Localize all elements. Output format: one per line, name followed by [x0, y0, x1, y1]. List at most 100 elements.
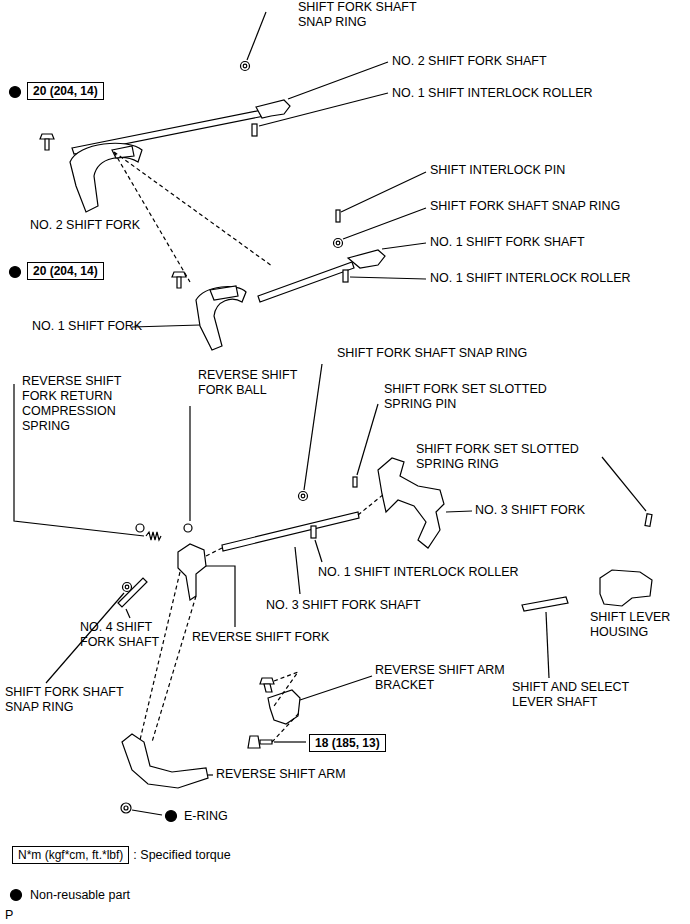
snap-ring — [123, 583, 132, 592]
part-name: REVERSE SHIFT ARM — [216, 767, 346, 782]
reverse-shift-fork — [178, 544, 206, 600]
snap-ring — [241, 62, 250, 71]
bolt — [177, 277, 181, 288]
interlock-pin — [336, 210, 340, 222]
snap-ring — [243, 64, 247, 68]
part-name: NO. 1 SHIFT INTERLOCK ROLLER — [392, 86, 593, 101]
dashed-line — [206, 548, 222, 556]
shift-fork-shaft — [222, 512, 359, 551]
legend-torque-box: N*m (kgf*cm, ft.*lbf) — [12, 846, 129, 864]
shift-fork-shaft — [258, 250, 385, 302]
snap-ring — [301, 494, 305, 498]
leader-line — [126, 609, 130, 618]
leader-line — [382, 243, 426, 249]
shift-and-select-lever-shaft — [522, 597, 568, 611]
dashed-line — [114, 152, 272, 282]
part-name: SHIFT FORK SET SLOTTED SPRING RING — [416, 442, 600, 472]
reverse-shift-arm — [122, 734, 208, 788]
leader-line — [206, 566, 235, 627]
part-name: REVERSE SHIFT ARM BRACKET — [375, 663, 517, 693]
shift-fork-shaft — [118, 578, 147, 607]
leader-line — [341, 172, 426, 212]
shift-fork-shaft — [258, 262, 354, 302]
bolt — [248, 736, 260, 748]
non-reusable-dot — [10, 267, 21, 278]
bolt — [264, 684, 272, 692]
part-name: SHIFT AND SELECT LEVER SHAFT — [512, 680, 652, 710]
part-name: SHIFT LEVER HOUSING — [590, 610, 682, 640]
bolt — [45, 139, 49, 150]
legend-dot — [11, 890, 22, 901]
spring-ring — [645, 514, 652, 527]
leader-line — [208, 774, 213, 775]
part-name: NO. 1 SHIFT INTERLOCK ROLLER — [430, 271, 631, 286]
leader-line — [288, 62, 388, 99]
torque-value: 18 (185, 13) — [315, 735, 380, 751]
part-name: SHIFT FORK SHAFT SNAP RING — [337, 346, 527, 361]
compression-spring — [146, 532, 161, 540]
snap-ring — [299, 492, 308, 501]
leader-line — [259, 93, 388, 126]
non-reusable-dot — [166, 811, 177, 822]
shift-fork — [70, 143, 142, 212]
non-reusable-dot — [10, 87, 21, 98]
legend-text: : Specified torque — [133, 848, 230, 863]
part-name: E-RING — [184, 809, 228, 824]
snap-ring — [299, 492, 308, 501]
shift-fork-shaft — [348, 250, 385, 268]
part-name: NO. 2 SHIFT FORK — [30, 218, 140, 233]
bolt — [172, 272, 186, 277]
part-name: NO. 1 SHIFT FORK — [32, 319, 142, 334]
shift-fork — [196, 287, 246, 350]
leader-line — [300, 676, 372, 700]
leader-line — [343, 208, 426, 239]
part-name: SHIFT INTERLOCK PIN — [430, 163, 565, 178]
reverse-shift-arm-bracket — [268, 690, 300, 724]
bolt — [40, 134, 54, 150]
part-name: NO. 4 SHIFT FORK SHAFT — [80, 620, 178, 650]
part-name: REVERSE SHIFT FORK — [192, 630, 329, 645]
torque-box: 20 (204, 14) — [27, 262, 104, 280]
dashed-line — [140, 572, 196, 742]
leader-line — [350, 277, 426, 279]
part-name: NO. 3 SHIFT FORK — [475, 503, 585, 518]
torque-value: 20 (204, 14) — [33, 263, 98, 279]
interlock-roller — [252, 124, 257, 136]
leader-line — [247, 12, 266, 60]
snap-ring — [123, 583, 132, 592]
part-name: REVERSE SHIFT FORK BALL — [198, 368, 314, 398]
interlock-roller — [311, 526, 316, 538]
snap-ring — [334, 239, 343, 248]
dashed-line — [272, 672, 300, 742]
leader-line — [602, 457, 646, 511]
torque-box: 18 (185, 13) — [309, 734, 386, 752]
leader-line — [295, 547, 300, 594]
leader-line — [546, 612, 549, 678]
part-name: SHIFT FORK SHAFT SNAP RING — [298, 0, 430, 30]
shift-fork-pad — [210, 286, 238, 300]
spring-pin — [353, 477, 357, 487]
shift-lever-housing — [600, 570, 652, 606]
snap-ring — [336, 241, 340, 245]
shift-fork-pad — [112, 146, 134, 158]
shift-fork — [378, 458, 444, 548]
page-code: P — [5, 908, 13, 923]
bolt — [172, 272, 186, 288]
torque-box: 20 (204, 14) — [27, 82, 104, 100]
torque-value: 20 (204, 14) — [33, 83, 98, 99]
legend-text: Non-reusable part — [30, 888, 130, 903]
part-name: SHIFT FORK SHAFT SNAP RING — [430, 199, 620, 214]
bolt — [248, 736, 272, 748]
leader-line — [446, 511, 472, 512]
bolt — [260, 678, 274, 692]
bolt — [260, 740, 272, 744]
e-ring — [121, 803, 131, 813]
part-name: NO. 2 SHIFT FORK SHAFT — [392, 54, 547, 69]
leader-line — [304, 364, 322, 490]
e-ring — [121, 803, 131, 813]
leader-line — [189, 406, 190, 521]
fork-ball — [136, 524, 144, 532]
